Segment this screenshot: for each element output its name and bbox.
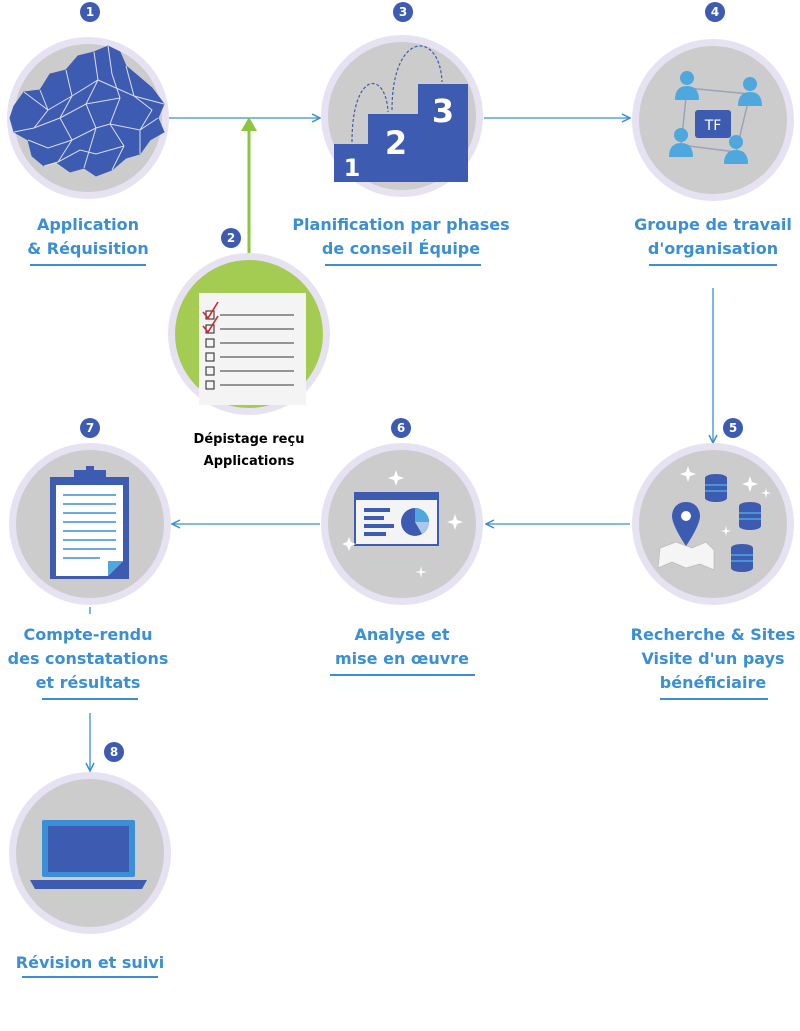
clipboard-report-icon [50, 466, 129, 579]
step-8-label-underline [22, 976, 158, 978]
step-3-label-line-1: Planification par phases [292, 215, 510, 234]
step-4-badge: 4 [705, 2, 725, 22]
step-3-circle: 1 2 3 [321, 35, 483, 197]
step-6-badge: 6 [391, 418, 411, 438]
step-5-label-underline [660, 698, 768, 700]
connectors [90, 117, 713, 771]
arrow-2-head [241, 117, 257, 131]
step-5-label-line-2: Visite d'un pays [641, 649, 785, 668]
step-6-label: Analyse et mise en œuvre [312, 623, 492, 671]
step-6-circle [321, 443, 483, 605]
step-7-circle [9, 443, 171, 605]
step-4-label-line-1: Groupe de travail [634, 215, 792, 234]
step-5-badge: 5 [723, 418, 743, 438]
step-3-label-line-2: de conseil Équipe [321, 239, 481, 258]
laptop-icon [30, 820, 147, 889]
step-6-label-underline [330, 674, 475, 676]
city-map-icon [9, 45, 165, 177]
step-1-badge: 1 [80, 2, 100, 22]
step-5-label-line-3: bénéficiaire [659, 673, 767, 692]
step-6-label-line-2: mise en œuvre [335, 649, 469, 668]
step-8-circle [9, 772, 171, 934]
step-2-circle [168, 253, 330, 415]
step-3-label-underline [325, 264, 481, 266]
podium-digit-2: 2 [385, 124, 407, 162]
step-8-label: Révision et suivi [0, 951, 180, 975]
step-7-label-line-2: des constatations [7, 649, 169, 668]
step-2-label-line-1: Dépistage reçu [193, 432, 305, 447]
step-8-badge: 8 [104, 742, 124, 762]
team-network-icon: TF [669, 71, 762, 164]
checklist-icon [199, 293, 306, 405]
tf-badge-text: TF [704, 118, 722, 134]
step-4-circle: TF [632, 39, 794, 201]
step-1-label-line-2: & Réquisition [27, 239, 149, 258]
step-5-circle [632, 443, 794, 605]
step-2-label: Dépistage reçu Applications [159, 429, 339, 473]
step-2-label-line-2: Applications [203, 454, 295, 469]
step-5-label: Recherche & Sites Visite d'un pays bénéf… [618, 623, 800, 695]
podium-steps-icon: 1 2 3 [334, 45, 468, 182]
step-4-label-underline [649, 264, 777, 266]
step-1-circle [7, 37, 169, 199]
step-8-label-line-1: Révision et suivi [15, 953, 165, 972]
step-7-label-line-3: et résultats [35, 673, 141, 692]
step-4-label-line-2: d'organisation [647, 239, 779, 258]
step-6-label-line-1: Analyse et [354, 625, 450, 644]
step-7-badge: 7 [80, 418, 100, 438]
step-7-label-underline [42, 698, 138, 700]
step-7-label: Compte-rendu des constatations et résult… [0, 623, 176, 695]
presentation-chart-icon [342, 470, 463, 578]
step-4-label: Groupe de travail d'organisation [618, 213, 800, 261]
podium-digit-3: 3 [432, 92, 454, 130]
step-7-label-line-1: Compte-rendu [23, 625, 153, 644]
step-5-label-line-1: Recherche & Sites [630, 625, 796, 644]
step-1-label-underline [30, 264, 146, 266]
podium-digit-1: 1 [344, 154, 361, 182]
step-3-label: Planification par phases de conseil Équi… [281, 213, 521, 261]
step-1-label-line-1: Application [36, 215, 140, 234]
step-1-label: Application & Réquisition [8, 213, 168, 261]
step-2-badge: 2 [221, 228, 241, 248]
database-map-pin-icon [657, 466, 771, 572]
step-3-badge: 3 [393, 2, 413, 22]
